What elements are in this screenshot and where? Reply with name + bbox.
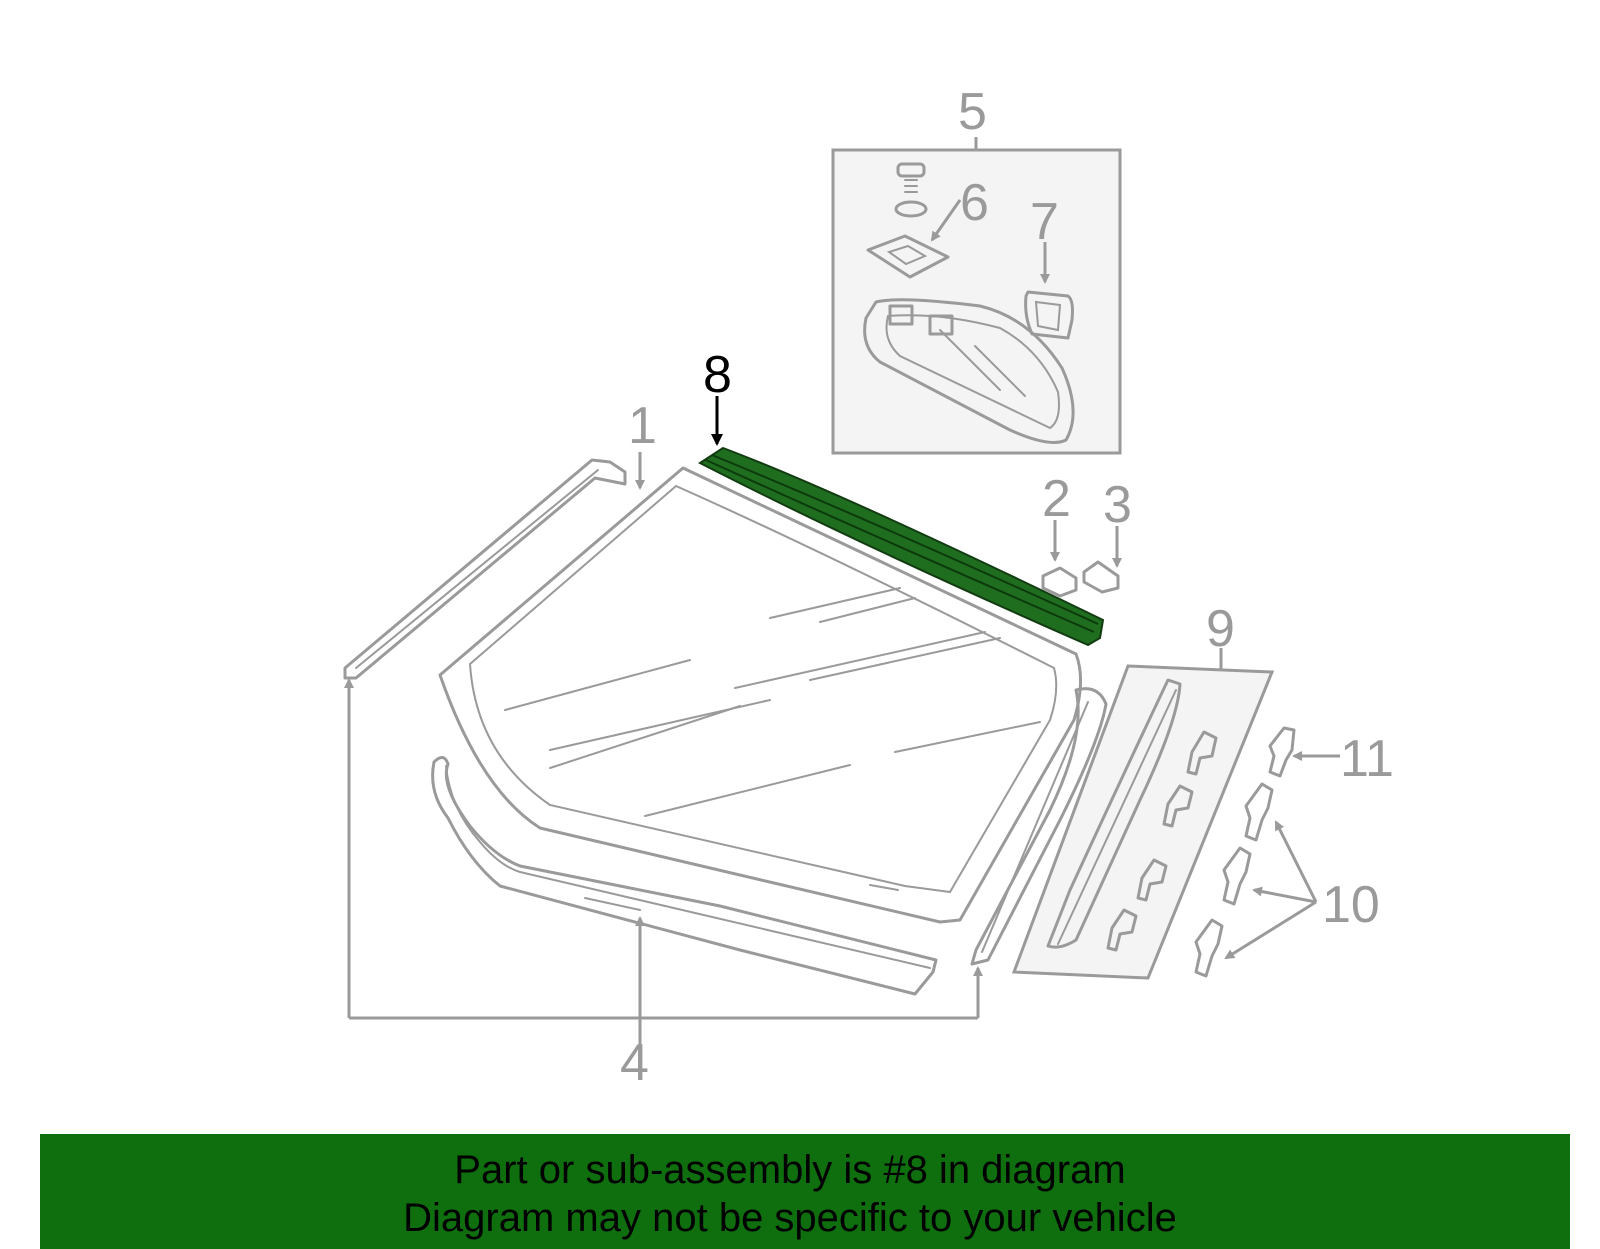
molding-clip-kit-panel: 9 <box>1011 600 1275 980</box>
spacer-clip-2: 2 <box>1041 470 1078 598</box>
callout-8: 8 <box>703 346 732 404</box>
clip-11: 11 <box>1268 726 1394 788</box>
callout-3: 3 <box>1103 476 1132 534</box>
banner-line-1: Part or sub-assembly is #8 in diagram <box>454 1148 1126 1192</box>
mirror-cover <box>1024 242 1074 340</box>
spacer-clip-3: 3 <box>1082 476 1132 594</box>
windshield-upper-weatherstrip-highlighted[interactable]: 8 <box>698 346 1105 647</box>
mirror-mount-bracket <box>866 199 962 279</box>
banner-line-2: Diagram may not be specific to your vehi… <box>403 1196 1177 1240</box>
callout-11: 11 <box>1340 730 1394 788</box>
mounting-bolt <box>894 162 928 218</box>
callout-1: 1 <box>628 397 657 455</box>
info-banner: Part or sub-assembly is #8 in diagram Di… <box>40 1134 1570 1249</box>
rear-view-mirror <box>863 298 1075 444</box>
right-pillar-molding <box>970 687 1108 966</box>
left-pillar-molding <box>343 458 627 680</box>
callout-7: 7 <box>1030 193 1059 251</box>
callout-4: 4 <box>620 1034 649 1092</box>
callout-5: 5 <box>958 83 987 141</box>
windshield-glass: 1 <box>438 397 1083 924</box>
mirror-assembly-panel: 5 6 7 <box>831 83 1122 455</box>
lower-windshield-molding: 4 <box>344 678 983 1092</box>
callout-6: 6 <box>960 174 989 232</box>
callout-10: 10 <box>1322 876 1380 934</box>
clips-10: 10 <box>1194 782 1380 978</box>
callout-2: 2 <box>1042 470 1071 528</box>
callout-9: 9 <box>1206 600 1235 658</box>
